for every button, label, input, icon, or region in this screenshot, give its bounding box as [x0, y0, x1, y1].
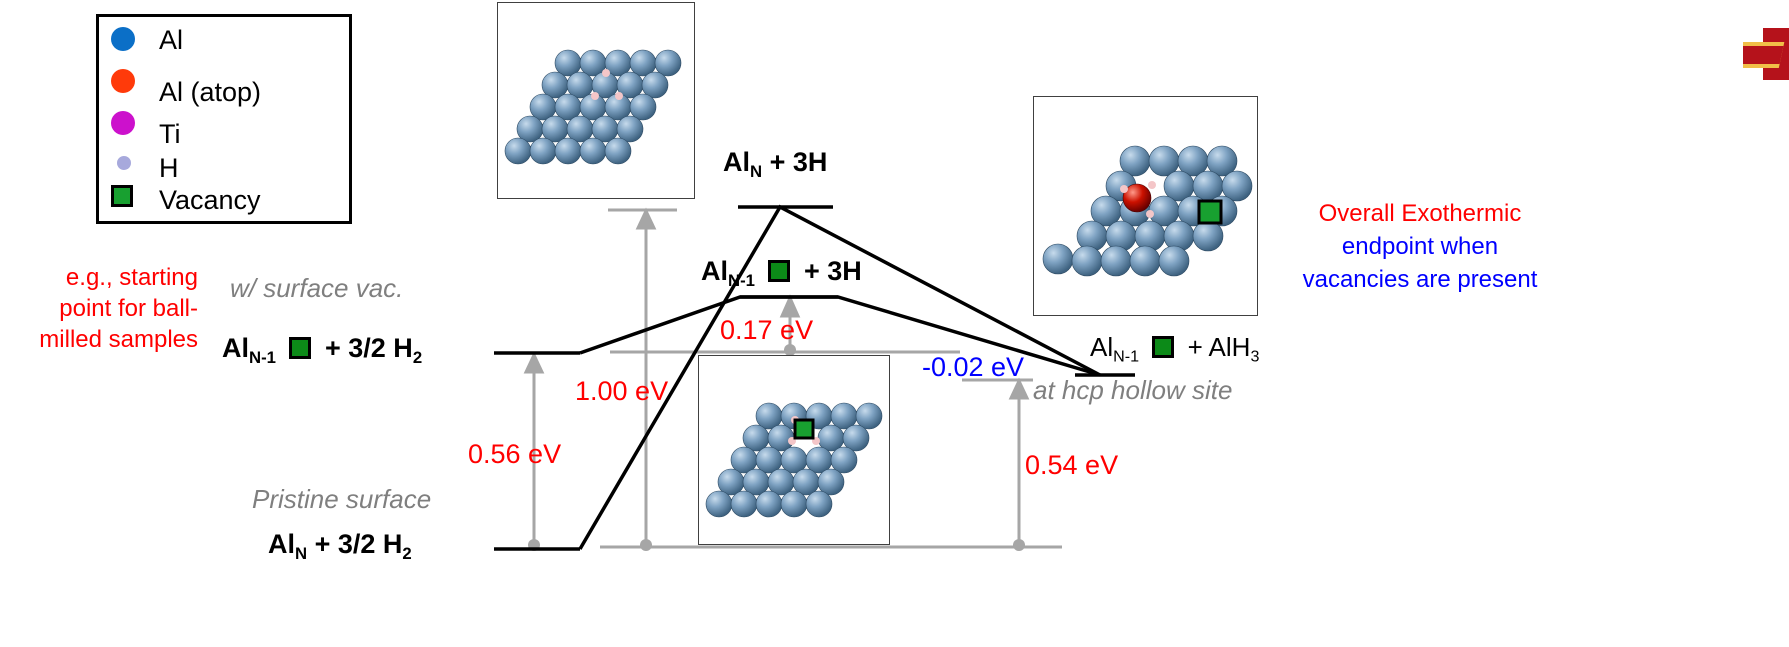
state-aln-h2: AlN + 3/2 H2 — [268, 531, 412, 563]
aluminum-cluster-h-image — [504, 49, 682, 165]
pristine-surface-label: Pristine surface — [252, 484, 432, 514]
hcp-site-label: at hcp hollow site — [1033, 375, 1233, 405]
state-alnm1-h2-rest: + 3/2 H — [325, 333, 413, 363]
vacancy-square-icon — [289, 337, 312, 359]
state-alnm1-alh3-main: Al — [1090, 332, 1114, 362]
legend-label-h: H — [159, 153, 179, 183]
state-aln-3h-sub: N — [750, 161, 763, 181]
ball-milled-note: e.g., starting point for ball- milled sa… — [36, 262, 198, 355]
state-alnm1-3h: AlN-1 + 3H — [701, 258, 862, 290]
overall-line-2: endpoint when — [1341, 233, 1499, 260]
ti-atom-icon — [111, 111, 135, 135]
university-logo — [1743, 20, 1789, 80]
state-alnm1-3h-rest: + 3H — [804, 256, 862, 286]
ball-milled-line-2: point for ball- — [59, 295, 198, 322]
overall-line-3: vacancies are present — [1302, 266, 1538, 293]
legend-label-al-atop: Al (atop) — [159, 77, 262, 107]
vacancy-square-icon — [1152, 336, 1175, 358]
logo-image — [1743, 28, 1789, 80]
state-aln-h2-main: Al — [268, 529, 295, 559]
state-aln-3h-rest: + 3H — [762, 147, 828, 177]
energy-label-0-17: 0.17 eV — [720, 315, 814, 345]
state-alnm1-alh3-sub: N-1 — [1113, 347, 1140, 366]
energy-label-1-00: 1.00 eV — [575, 376, 669, 406]
surface-vac-label: w/ surface vac. — [230, 273, 404, 303]
state-aln-h2-sub2: 2 — [402, 543, 412, 563]
structure-panel-top — [497, 2, 695, 199]
energy-label-minus-0-02: -0.02 eV — [922, 352, 1025, 382]
legend-item-ti: Ti — [99, 111, 349, 149]
vacancy-square-icon — [768, 260, 791, 282]
state-aln-3h-main: Al — [723, 147, 750, 177]
state-aln-3h: AlN + 3H — [723, 149, 827, 181]
state-alnm1-3h-sub: N-1 — [728, 270, 755, 290]
ball-milled-line-3: milled samples — [39, 326, 198, 353]
ball-milled-line-1: e.g., starting — [65, 264, 198, 291]
state-alnm1-alh3: AlN-1 + AlH3 — [1090, 334, 1259, 365]
energy-label-0-54: 0.54 eV — [1025, 450, 1119, 480]
h-atom-icon — [117, 156, 131, 170]
overall-exothermic-note: Overall Exothermic endpoint when vacanci… — [1270, 197, 1570, 296]
state-alnm1-h2-sub2: 2 — [412, 347, 423, 367]
state-alnm1-h2-main: Al — [222, 333, 249, 363]
structure-panel-bottom — [698, 355, 890, 545]
black-levels — [494, 204, 1135, 551]
state-alnm1-alh3-rest: + AlH — [1187, 332, 1251, 362]
energy-label-0-56: 0.56 eV — [468, 439, 562, 469]
legend-label-ti: Ti — [159, 119, 181, 149]
overall-line-1: Overall Exothermic — [1318, 200, 1522, 227]
legend-item-vacancy: Vacancy — [99, 185, 349, 215]
legend-item-al-atop: Al (atop) — [99, 69, 349, 107]
aluminum-cluster-alh3-image — [1042, 145, 1253, 277]
state-alnm1-3h-main: Al — [701, 256, 728, 286]
legend-label-al: Al — [159, 25, 184, 55]
state-alnm1-h2: AlN-1 + 3/2 H2 — [222, 335, 422, 367]
gray-arrows — [523, 207, 1030, 551]
legend-label-vacancy: Vacancy — [159, 185, 261, 215]
state-alnm1-h2-sub: N-1 — [249, 347, 276, 367]
state-alnm1-alh3-sub2: 3 — [1250, 347, 1260, 366]
state-aln-h2-rest: + 3/2 H — [307, 529, 403, 559]
legend-item-h: H — [99, 153, 349, 183]
state-aln-h2-sub: N — [295, 543, 308, 563]
al-atom-icon — [111, 27, 135, 51]
structure-panel-right — [1033, 96, 1258, 316]
aluminum-cluster-vacancy-image — [705, 402, 883, 518]
vacancy-square-icon — [111, 185, 133, 207]
legend-box: Al Al (atop) Ti H Vacancy — [96, 14, 352, 224]
legend-item-al: Al — [99, 23, 349, 55]
al-atop-atom-icon — [111, 69, 135, 93]
